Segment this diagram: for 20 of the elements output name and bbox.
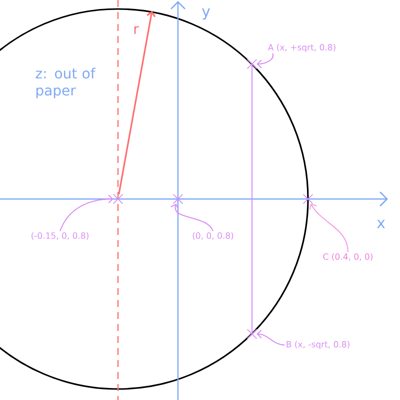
- leader-arrow: [309, 204, 348, 253]
- radius-arrow: [118, 11, 156, 194]
- axis-label: x: [377, 220, 385, 228]
- leader-arrow: [256, 52, 274, 68]
- coordinate-label: C (0.4, 0, 0): [323, 253, 372, 261]
- coordinate-label: A (x, +sqrt, 0.8): [268, 44, 336, 52]
- point-mark: [112, 194, 124, 204]
- point-mark: [302, 194, 314, 204]
- axis-label: z: out of paper: [36, 68, 96, 98]
- coordinate-label: B (x, -sqrt, 0.8): [286, 340, 350, 350]
- leader-arrow: [256, 330, 286, 346]
- point-mark: [246, 328, 258, 340]
- edge-label: r: [134, 26, 139, 34]
- point-mark: [246, 58, 258, 70]
- coordinate-label: (0, 0, 0.8): [192, 232, 234, 240]
- leader-arrow: [170, 204, 214, 232]
- point-mark: [172, 194, 184, 204]
- axis-label: y: [202, 8, 210, 20]
- coordinate-label: (-0.15, 0, 0.8): [32, 232, 88, 240]
- leader-arrow: [60, 194, 114, 232]
